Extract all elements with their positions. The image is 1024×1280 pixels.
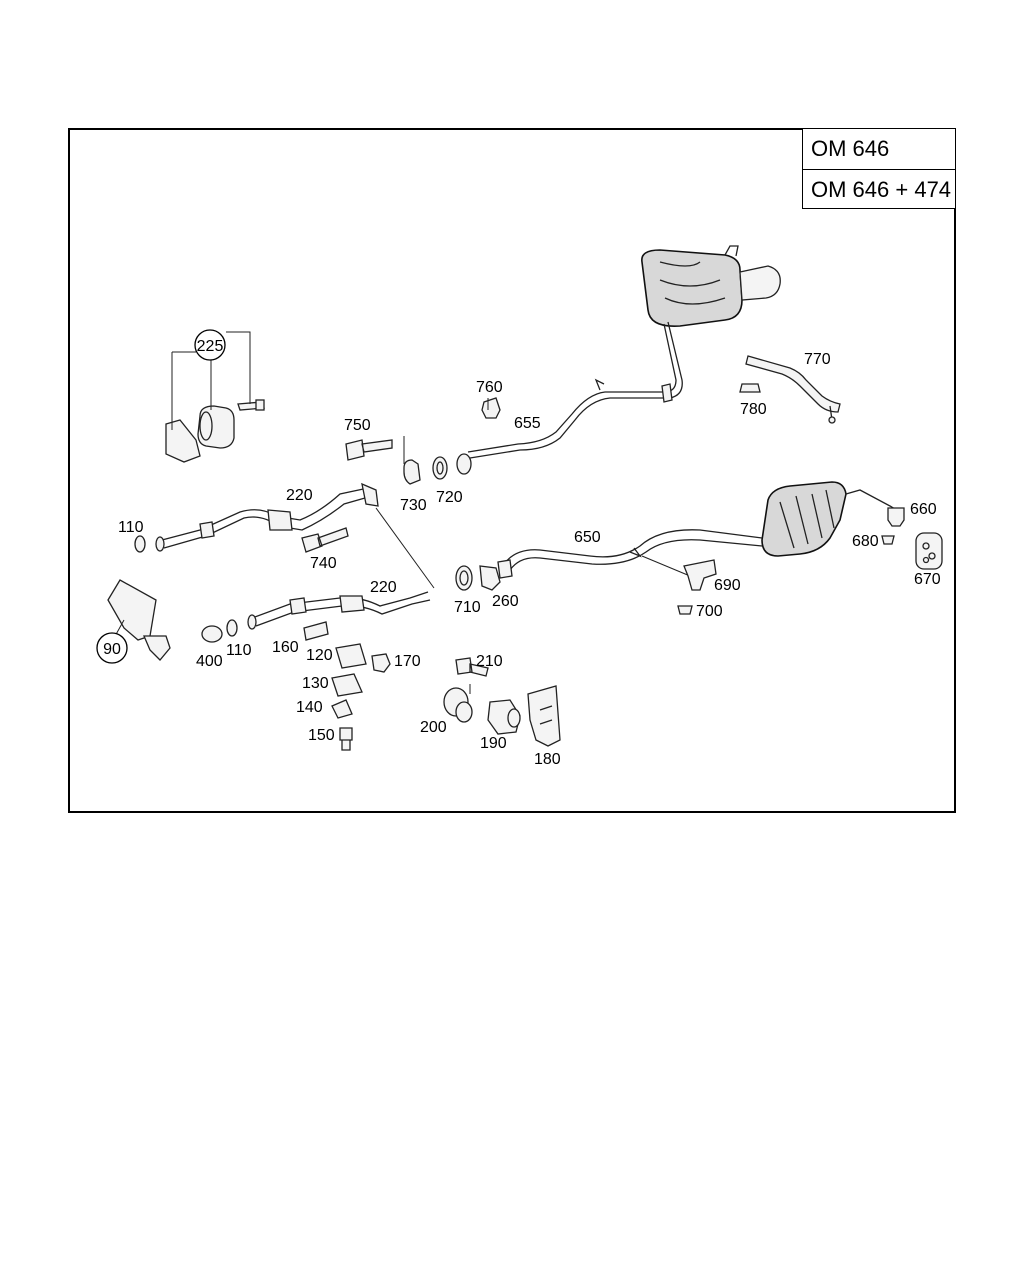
engine-variant-om646-474: OM 646 + 474	[803, 169, 955, 209]
label-170: 170	[394, 653, 421, 670]
label-400: 400	[196, 653, 223, 670]
label-690: 690	[714, 577, 741, 594]
mount-660	[887, 507, 905, 527]
bolt-150	[339, 727, 353, 751]
clamp-260	[479, 565, 501, 591]
svg-text:225: 225	[197, 338, 224, 355]
label-225: 225	[194, 329, 226, 361]
label-680: 680	[852, 533, 879, 550]
label-740: 740	[310, 555, 337, 572]
label-655: 655	[514, 415, 541, 432]
rear-muffler-lower	[761, 481, 901, 557]
label-140: 140	[296, 699, 323, 716]
label-120: 120	[306, 647, 333, 664]
label-710: 710	[454, 599, 481, 616]
label-160: 160	[272, 639, 299, 656]
pipe-650	[503, 529, 763, 571]
nut-780	[739, 383, 761, 393]
label-110-upper: 110	[118, 519, 144, 536]
nut-170	[371, 653, 391, 673]
ring-110-lower	[226, 619, 238, 637]
bolt-750	[345, 439, 393, 461]
label-720: 720	[436, 489, 463, 506]
label-200: 200	[420, 719, 447, 736]
label-210: 210	[476, 653, 503, 670]
clamp-720	[432, 456, 448, 480]
label-260: 260	[492, 593, 519, 610]
nut-700	[677, 605, 693, 615]
bolt-680	[881, 535, 895, 545]
label-730: 730	[400, 497, 427, 514]
mount-assembly-225	[165, 331, 265, 463]
nut-760	[481, 397, 501, 419]
label-220-lower: 220	[370, 579, 397, 596]
label-670: 670	[914, 571, 941, 588]
engine-variant-om646: OM 646	[811, 136, 890, 161]
label-220-upper: 220	[286, 487, 313, 504]
label-750: 750	[344, 417, 371, 434]
ring-710	[455, 565, 473, 591]
diagram-frame	[68, 128, 956, 813]
label-700: 700	[696, 603, 723, 620]
rear-muffler-upper	[641, 245, 781, 327]
label-760: 760	[476, 379, 503, 396]
clamp-760-ring	[456, 453, 472, 475]
bracket-90	[107, 579, 171, 661]
label-130: 130	[302, 675, 329, 692]
clamp-190	[487, 699, 521, 735]
label-180: 180	[534, 751, 561, 768]
engine-variant-table: OM 646 OM 646 + 474	[802, 128, 956, 209]
label-90: 90	[96, 632, 128, 664]
bracket-180	[527, 685, 561, 747]
label-190: 190	[480, 735, 507, 752]
ring-110-upper	[134, 535, 146, 553]
bolt-210	[455, 657, 489, 677]
mount-200	[443, 687, 473, 723]
label-770: 770	[804, 351, 831, 368]
plate-120	[335, 643, 367, 669]
front-pipe-220-upper	[155, 482, 379, 552]
bracket-690	[683, 559, 717, 591]
label-110-lower: 110	[226, 642, 252, 659]
label-150: 150	[308, 727, 335, 744]
front-pipe-220-lower	[247, 591, 431, 630]
rubber-mount-670	[915, 532, 943, 570]
label-650: 650	[574, 529, 601, 546]
clip-160	[303, 621, 329, 641]
clamp-400	[201, 625, 223, 643]
pipe-655	[467, 321, 683, 459]
svg-text:90: 90	[103, 641, 121, 658]
gasket-730	[403, 459, 421, 485]
hanger-770	[745, 355, 841, 424]
bolt-740	[301, 527, 349, 553]
clip-140	[331, 699, 353, 719]
label-660: 660	[910, 501, 937, 518]
plate-130	[331, 673, 363, 697]
label-780: 780	[740, 401, 767, 418]
